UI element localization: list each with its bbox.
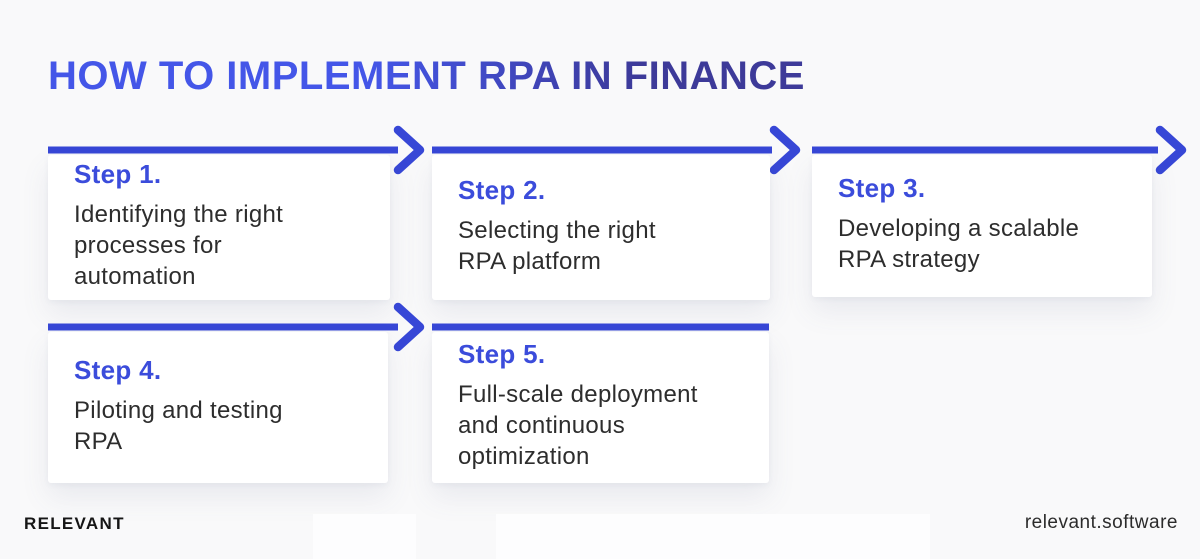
step4-label: Step 4. bbox=[74, 354, 162, 385]
step1-card: Step 1. Identifying the right processes … bbox=[48, 155, 390, 300]
step2-description: Selecting the right RPA platform bbox=[458, 216, 656, 275]
step1-description: Identifying the right processes for auto… bbox=[74, 201, 284, 290]
step5-description: Full-scale deployment and continuous opt… bbox=[458, 381, 698, 470]
step3-card: Step 3. Developing a scalable RPA strate… bbox=[812, 155, 1152, 297]
step5-card: Step 5. Full-scale deployment and contin… bbox=[432, 332, 769, 483]
step4-description: Piloting and testing RPA bbox=[74, 396, 283, 455]
step5-bar-icon bbox=[432, 323, 769, 331]
step3-label: Step 3. bbox=[838, 173, 926, 203]
step1-arrow-icon bbox=[48, 125, 425, 175]
step2-label: Step 2. bbox=[458, 174, 546, 205]
step4-arrow-icon bbox=[48, 302, 425, 352]
step2-card: Step 2. Selecting the right RPA platform bbox=[432, 155, 770, 300]
background-block bbox=[496, 514, 930, 559]
page-title: HOW TO IMPLEMENT RPA IN FINANCE bbox=[48, 54, 805, 98]
step4-card: Step 4. Piloting and testing RPA bbox=[48, 332, 388, 483]
step3-arrow-icon bbox=[812, 125, 1187, 175]
step3-description: Developing a scalable RPA strategy bbox=[838, 215, 1080, 273]
brand-logo: RELEVANT bbox=[24, 514, 125, 533]
step2-arrow-icon bbox=[432, 125, 801, 175]
step5-label: Step 5. bbox=[458, 339, 546, 369]
website-url: relevant.software bbox=[1024, 512, 1178, 533]
background-block bbox=[313, 514, 416, 559]
step1-label: Step 1. bbox=[74, 159, 162, 189]
